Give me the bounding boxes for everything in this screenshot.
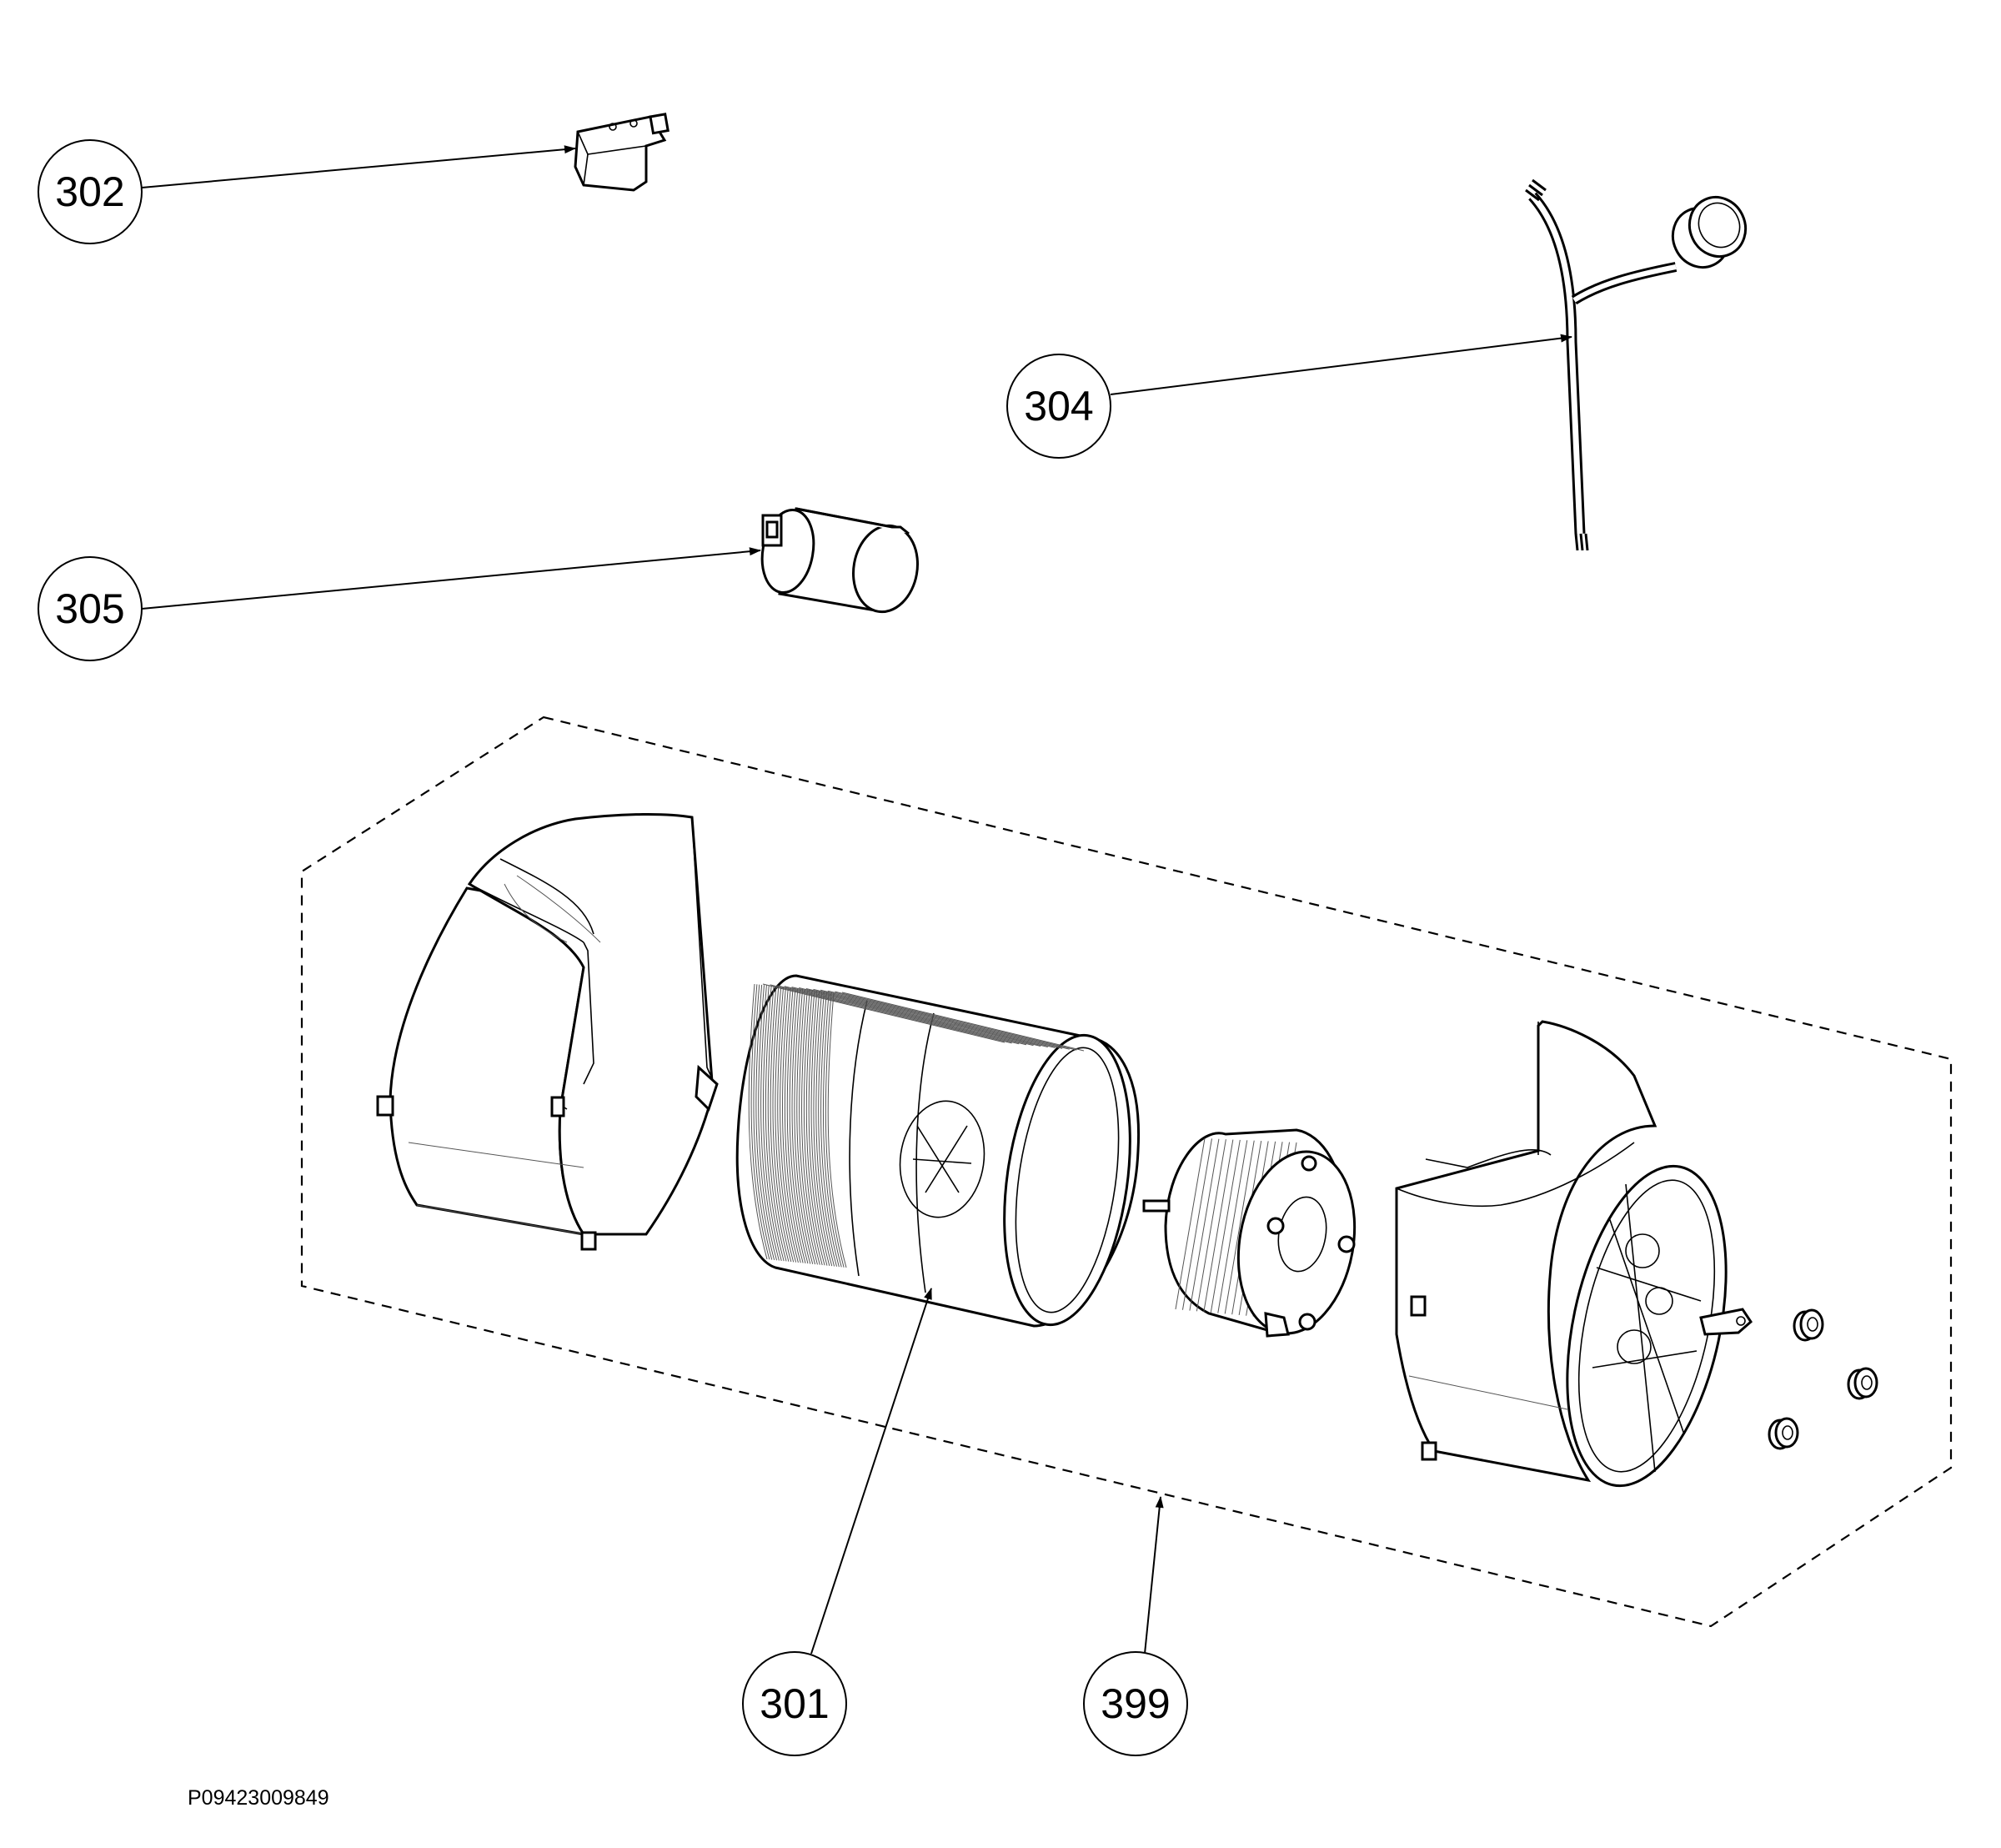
blower-blade-edge bbox=[762, 983, 1006, 1043]
blower-blade-line bbox=[820, 992, 840, 1268]
callout-399-label: 399 bbox=[1101, 1680, 1170, 1727]
blower-blade-edge bbox=[777, 985, 1020, 1045]
blower-blade-edge bbox=[835, 991, 1077, 1051]
callout-399: 399 bbox=[1083, 1651, 1188, 1756]
motor-fin-line bbox=[1210, 1139, 1241, 1313]
blower-blade-line bbox=[781, 987, 801, 1263]
callout-302: 302 bbox=[38, 139, 143, 244]
blower-blade-line bbox=[818, 991, 837, 1267]
motor-fin-line bbox=[1203, 1139, 1234, 1313]
blower-blade-line bbox=[815, 991, 835, 1267]
assembly-boundary bbox=[300, 716, 1953, 1628]
document-id: P09423009849 bbox=[188, 1786, 329, 1810]
blower-blade-line bbox=[755, 984, 775, 1261]
blower-blade-line bbox=[803, 989, 823, 1266]
motor-fin-line bbox=[1189, 1138, 1220, 1311]
blower-blade-edge bbox=[805, 987, 1048, 1047]
blower-blade-line bbox=[750, 984, 770, 1260]
motor-fin-line bbox=[1196, 1139, 1226, 1312]
left-scroll-housing-part bbox=[376, 812, 719, 1251]
blower-blade-line bbox=[808, 990, 828, 1266]
blower-blade-line bbox=[760, 985, 780, 1261]
blower-blade-edge bbox=[791, 987, 1034, 1047]
blower-blade-line bbox=[775, 987, 795, 1263]
blower-blade-edge bbox=[799, 987, 1041, 1047]
callout-302-label: 302 bbox=[55, 168, 124, 215]
blower-blade-line bbox=[753, 984, 773, 1260]
blower-blade-line bbox=[794, 988, 814, 1264]
blower-blade-line bbox=[786, 987, 806, 1263]
callout-304: 304 bbox=[1006, 354, 1111, 459]
blower-blade-edge bbox=[784, 986, 1027, 1046]
blower-blade-line bbox=[767, 986, 787, 1262]
callout-301: 301 bbox=[742, 1651, 847, 1756]
blower-blade-edge bbox=[820, 989, 1063, 1049]
blower-blade-edge bbox=[827, 990, 1070, 1050]
leader-lines bbox=[141, 145, 1572, 1655]
motor-fin-line bbox=[1181, 1138, 1212, 1310]
right-housing-part bbox=[1395, 1020, 1753, 1488]
blower-blade-line bbox=[791, 988, 811, 1264]
blower-wheel-part bbox=[735, 974, 1141, 1328]
blower-blade-line bbox=[796, 989, 816, 1265]
blower-blade-line bbox=[799, 989, 818, 1265]
blower-blade-line bbox=[789, 988, 809, 1264]
blower-blade-line bbox=[801, 989, 820, 1265]
capacitor-part bbox=[760, 507, 919, 614]
blower-blade-edge bbox=[841, 992, 1085, 1052]
blower-blade-line bbox=[810, 990, 830, 1267]
mounting-nuts-part bbox=[1768, 1308, 1878, 1450]
blower-blade-line bbox=[770, 986, 790, 1262]
sensor-harness-part bbox=[1525, 178, 1748, 551]
motor-fin-line bbox=[1175, 1137, 1206, 1310]
blower-motor-part bbox=[1142, 1128, 1357, 1338]
blower-blade-line bbox=[748, 983, 768, 1260]
blower-blade-line bbox=[780, 987, 799, 1263]
blower-blade-line bbox=[765, 986, 785, 1262]
blower-blade-line bbox=[777, 987, 797, 1263]
blower-blade-line bbox=[805, 990, 825, 1266]
callout-304-label: 304 bbox=[1024, 383, 1093, 429]
connector-block-part bbox=[574, 113, 670, 192]
motor-fin-line bbox=[1224, 1140, 1255, 1314]
blower-blade-line bbox=[758, 985, 777, 1261]
blower-blade-line bbox=[822, 992, 842, 1268]
blower-blades bbox=[748, 983, 1085, 1268]
blower-blade-line bbox=[813, 991, 833, 1267]
blower-blade-line bbox=[784, 987, 804, 1263]
blower-blade-line bbox=[825, 992, 845, 1268]
blower-blade-edge bbox=[770, 984, 1012, 1044]
blower-blade-line bbox=[772, 986, 792, 1263]
motor-fin-line bbox=[1217, 1140, 1248, 1313]
callout-305: 305 bbox=[38, 556, 143, 661]
blower-blade-line bbox=[827, 992, 847, 1268]
blower-blade-edge bbox=[813, 988, 1056, 1048]
callout-301-label: 301 bbox=[760, 1680, 829, 1727]
callout-305-label: 305 bbox=[55, 585, 124, 632]
blower-blade-line bbox=[762, 985, 782, 1261]
